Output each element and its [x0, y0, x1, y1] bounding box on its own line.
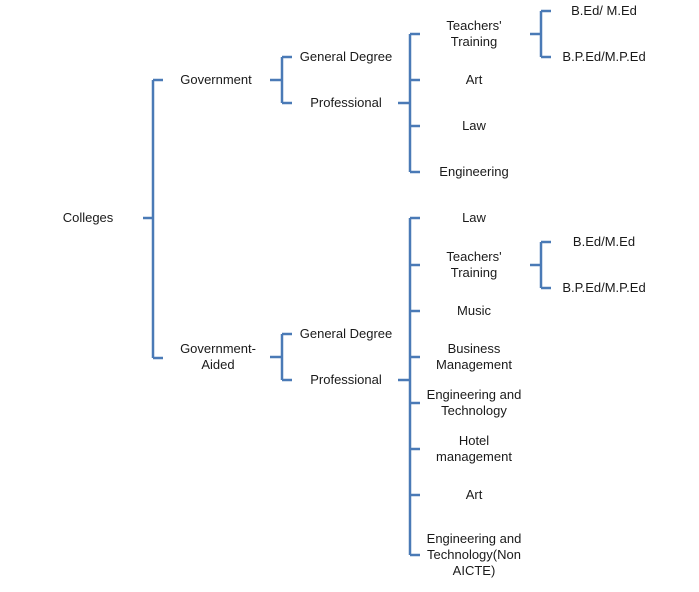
node-gov-art: Art [465, 72, 483, 87]
node-gov-law: Law [462, 118, 486, 133]
node-gov-bed-med: B.Ed/ M.Ed [571, 3, 637, 18]
node-aided-professional: Professional [310, 372, 382, 387]
node-aided-teachers-training-line2: Training [450, 265, 498, 280]
node-aided-business-management-line1: Business [447, 341, 501, 356]
node-gov-teachers-training-line1: Teachers' [446, 18, 502, 33]
node-gov-teachers-training: Teachers' Training [446, 18, 501, 50]
node-gov-bped-mped: B.P.Ed/M.P.Ed [562, 49, 646, 64]
node-aided-engineering-technology: Engineering and Technology [427, 387, 522, 419]
node-aided-teachers-training: Teachers' Training [446, 249, 501, 281]
node-aided-engineering-technology-line1: Engineering and [426, 387, 522, 402]
node-colleges: Colleges [62, 210, 114, 225]
node-aided-law: Law [462, 210, 486, 225]
node-gov-professional: Professional [310, 95, 382, 110]
node-aided-engineering-technology-line2: Technology [441, 403, 507, 418]
node-gov-general-degree: General Degree [299, 49, 393, 64]
node-aided-teachers-training-line1: Teachers' [446, 249, 502, 264]
node-aided-business-management: Business Management [436, 341, 512, 373]
node-aided-business-management-line2: Management [436, 357, 512, 372]
node-aided-bped-mped: B.P.Ed/M.P.Ed [562, 280, 646, 295]
node-aided-hotel-management: Hotel management [436, 433, 512, 465]
node-government: Government [180, 72, 252, 87]
node-gov-engineering: Engineering [439, 164, 509, 179]
node-aided-general-degree: General Degree [299, 326, 393, 341]
node-aided-eng-non-line3: AICTE) [452, 563, 496, 578]
node-aided-engineering-technology-non-aicte: Engineering and Technology(Non AICTE) [427, 531, 522, 579]
node-aided-eng-non-line1: Engineering and [426, 531, 522, 546]
node-aided-music: Music [457, 303, 491, 318]
node-gov-teachers-training-line2: Training [450, 34, 498, 49]
node-aided-eng-non-line2: Technology(Non [427, 547, 521, 562]
node-aided-hotel-management-line1: Hotel [458, 433, 490, 448]
node-government-aided-line1: Government- [180, 341, 256, 356]
node-government-aided: Government- Aided [180, 341, 256, 373]
node-government-aided-line2: Aided [201, 357, 235, 372]
node-aided-bed-med: B.Ed/M.Ed [572, 234, 636, 249]
node-aided-art: Art [465, 487, 483, 502]
node-aided-hotel-management-line2: management [436, 449, 512, 464]
